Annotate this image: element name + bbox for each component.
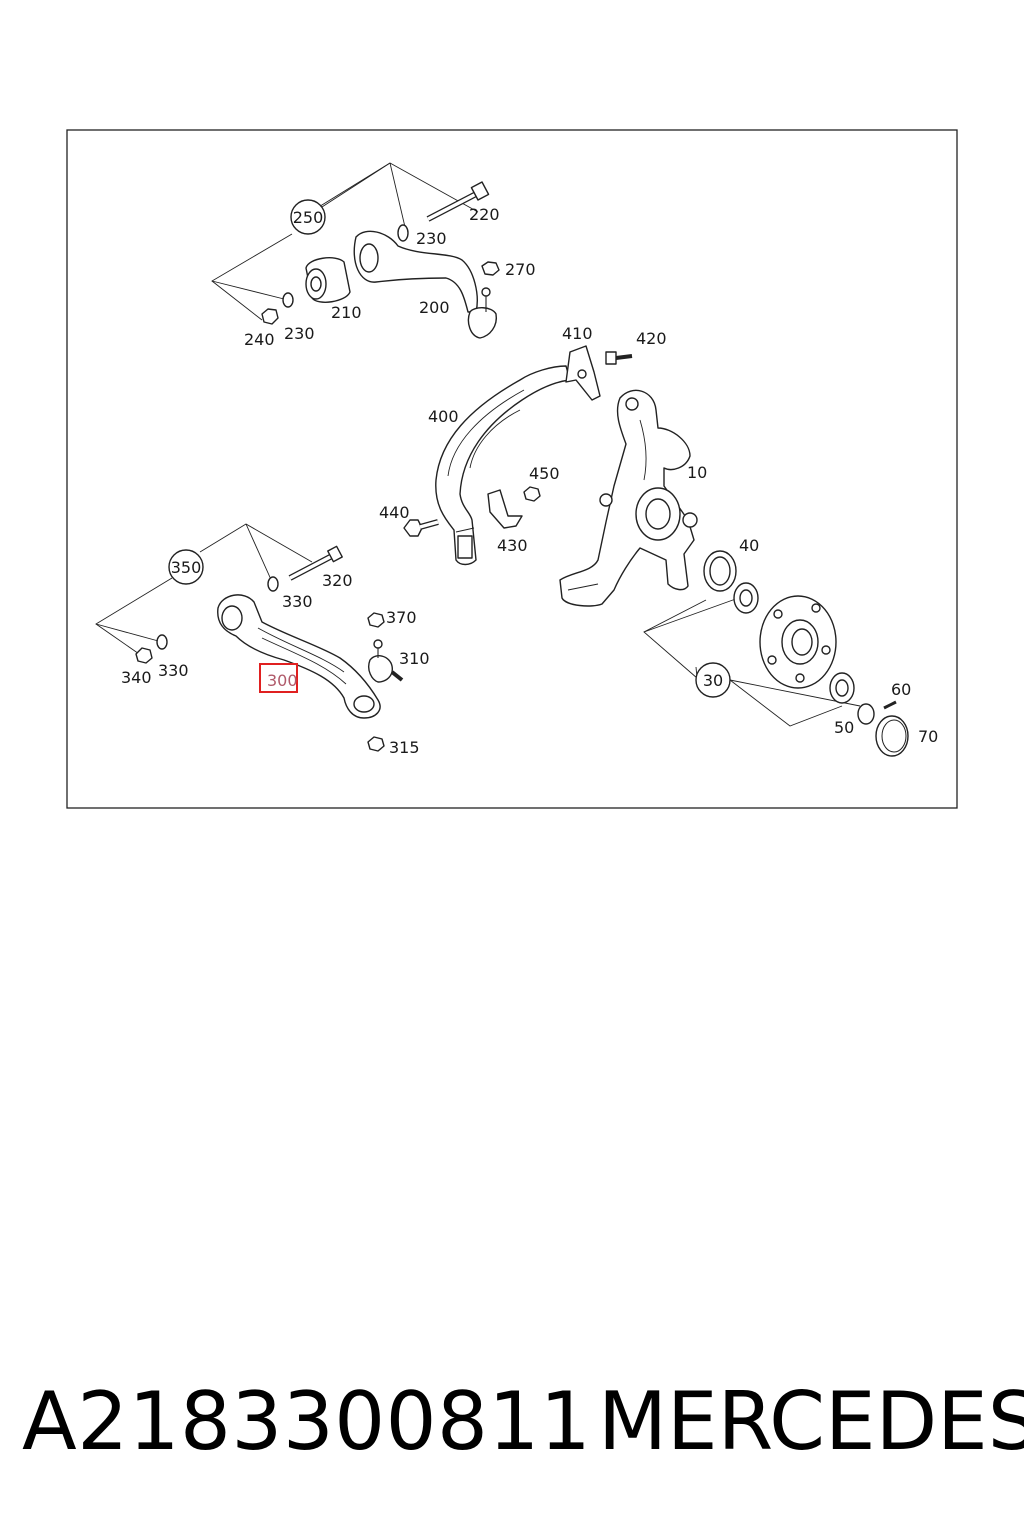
callout-315: 315 [389, 738, 420, 757]
callout-30: 30 [703, 671, 723, 690]
callout-420: 420 [636, 329, 667, 348]
callout-340: 340 [121, 668, 152, 687]
callout-410: 410 [562, 324, 593, 343]
callout-circle-250 [290, 199, 326, 235]
callout-430: 430 [497, 536, 528, 555]
callout-70: 70 [918, 727, 938, 746]
callout-230-upper: 230 [416, 229, 447, 248]
callout-10: 10 [687, 463, 707, 482]
callout-300: 300 [267, 671, 298, 690]
caption: A2183300811 MERCEDES [0, 1372, 1024, 1472]
steering-knuckle [559, 389, 698, 607]
callout-200: 200 [419, 298, 450, 317]
callout-50: 50 [834, 718, 854, 737]
lower-arm-group [95, 523, 404, 752]
callout-220: 220 [469, 205, 500, 224]
callout-circle-30 [695, 662, 731, 698]
callout-270: 270 [505, 260, 536, 279]
hub-group [643, 550, 909, 757]
highlight-box-300 [259, 663, 298, 693]
callout-240: 240 [244, 330, 275, 349]
diagram-frame [66, 129, 958, 809]
callout-310: 310 [399, 649, 430, 668]
callout-440: 440 [379, 503, 410, 522]
parts-diagram: 250 220 230 270 240 230 210 200 410 420 … [66, 129, 958, 809]
brand-name: MERCEDES [598, 1375, 1024, 1468]
part-number: A2183300811 [22, 1375, 592, 1468]
callout-40: 40 [739, 536, 759, 555]
callout-250: 250 [293, 208, 324, 227]
callout-230-lower: 230 [284, 324, 315, 343]
callout-350: 350 [171, 558, 202, 577]
callout-210: 210 [331, 303, 362, 322]
callout-60: 60 [891, 680, 911, 699]
callout-400: 400 [428, 407, 459, 426]
callout-330-lower: 330 [158, 661, 189, 680]
callout-circle-350 [168, 549, 204, 585]
callout-320: 320 [322, 571, 353, 590]
callout-450: 450 [529, 464, 560, 483]
upper-arm-group [211, 162, 500, 339]
callout-330-upper: 330 [282, 592, 313, 611]
tension-strut-group [403, 345, 633, 566]
callout-370: 370 [386, 608, 417, 627]
